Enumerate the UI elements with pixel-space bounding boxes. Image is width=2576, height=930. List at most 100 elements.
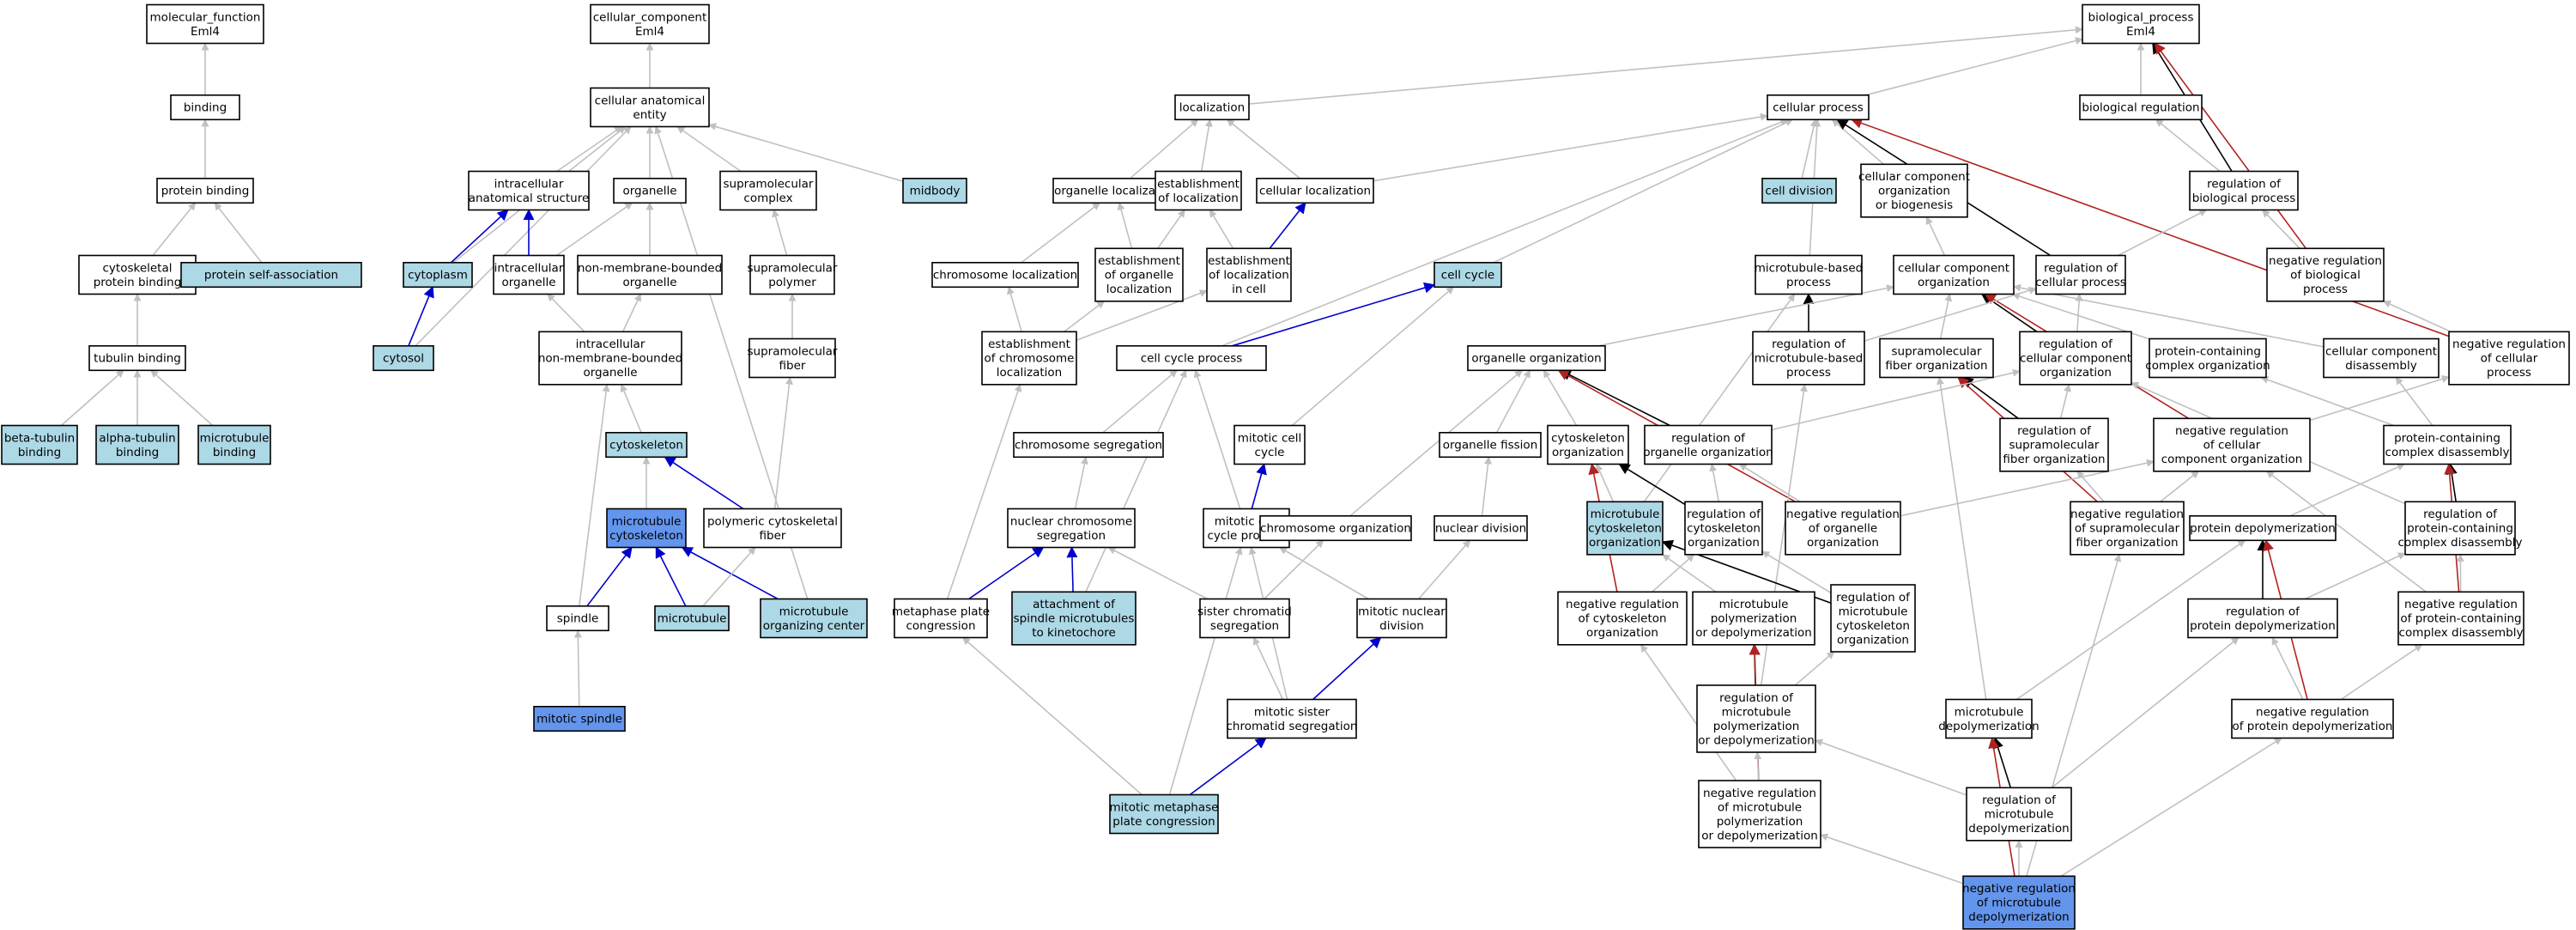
- node-reg-mco[interactable]: regulation ofmicrotubulecytoskeletonorga…: [1830, 584, 1916, 653]
- node-label: cytoskeleton: [1836, 619, 1910, 633]
- node-reg-mt-pol-depol[interactable]: regulation ofmicrotubulepolymerizationor…: [1696, 684, 1816, 753]
- node-org-fission[interactable]: organelle fission: [1439, 431, 1542, 459]
- node-organelle[interactable]: organelle: [613, 178, 687, 204]
- node-cellular-process[interactable]: cellular process: [1767, 94, 1870, 121]
- node-prot-depol[interactable]: protein depolymerization: [2189, 514, 2337, 542]
- node-chrom-seg[interactable]: chromosome segregation: [1013, 431, 1164, 459]
- node-label: tubulin binding: [94, 352, 181, 366]
- node-protein-binding[interactable]: protein binding: [156, 178, 254, 204]
- node-inmbo[interactable]: intracellularnon-membrane-boundedorganel…: [538, 331, 682, 386]
- node-box: [403, 261, 473, 289]
- node-psa[interactable]: protein self-association: [180, 261, 362, 289]
- node-midbody[interactable]: midbody: [902, 178, 967, 204]
- node-cell-cycle[interactable]: cell cycle: [1433, 261, 1502, 289]
- node-nuc-div[interactable]: nuclear division: [1433, 514, 1528, 542]
- node-mitotic-spindle[interactable]: mitotic spindle: [533, 705, 626, 732]
- edge-reg_mt_pol_depol-to-reg_mco: [1794, 651, 1835, 686]
- node-cytoplasm[interactable]: cytoplasm: [403, 261, 473, 289]
- node-ccp[interactable]: cell cycle process: [1116, 344, 1267, 372]
- node-cytoskeleton[interactable]: cytoskeleton: [605, 431, 688, 459]
- node-tubulin-binding[interactable]: tubulin binding: [88, 344, 186, 372]
- node-cytosol[interactable]: cytosol: [373, 344, 434, 372]
- node-microtubule[interactable]: microtubule: [654, 605, 730, 632]
- node-chrom-org[interactable]: chromosome organization: [1259, 514, 1412, 542]
- node-label: protein-containing: [2155, 344, 2261, 358]
- node-label: organelle organization: [1471, 352, 1601, 366]
- node-cell-division[interactable]: cell division: [1761, 178, 1837, 204]
- node-binding[interactable]: binding: [170, 94, 240, 121]
- node-label: negative regulation: [1566, 598, 1679, 611]
- node-localization[interactable]: localization: [1174, 94, 1250, 121]
- node-label: cytoplasm: [408, 269, 468, 283]
- node-spindle[interactable]: spindle: [546, 605, 609, 632]
- node-cell-loc[interactable]: cellular localization: [1256, 178, 1374, 204]
- node-org-org[interactable]: organelle organization: [1467, 344, 1606, 372]
- node-label: mitotic cell: [1238, 431, 1301, 445]
- edge-mt_depol-to-sfo: [1937, 376, 1987, 700]
- node-bio-reg[interactable]: biological regulation: [2079, 94, 2203, 121]
- edge-reg_bp-to-bio_reg: [2155, 119, 2221, 173]
- node-chrom-loc[interactable]: chromosome localization: [931, 261, 1079, 289]
